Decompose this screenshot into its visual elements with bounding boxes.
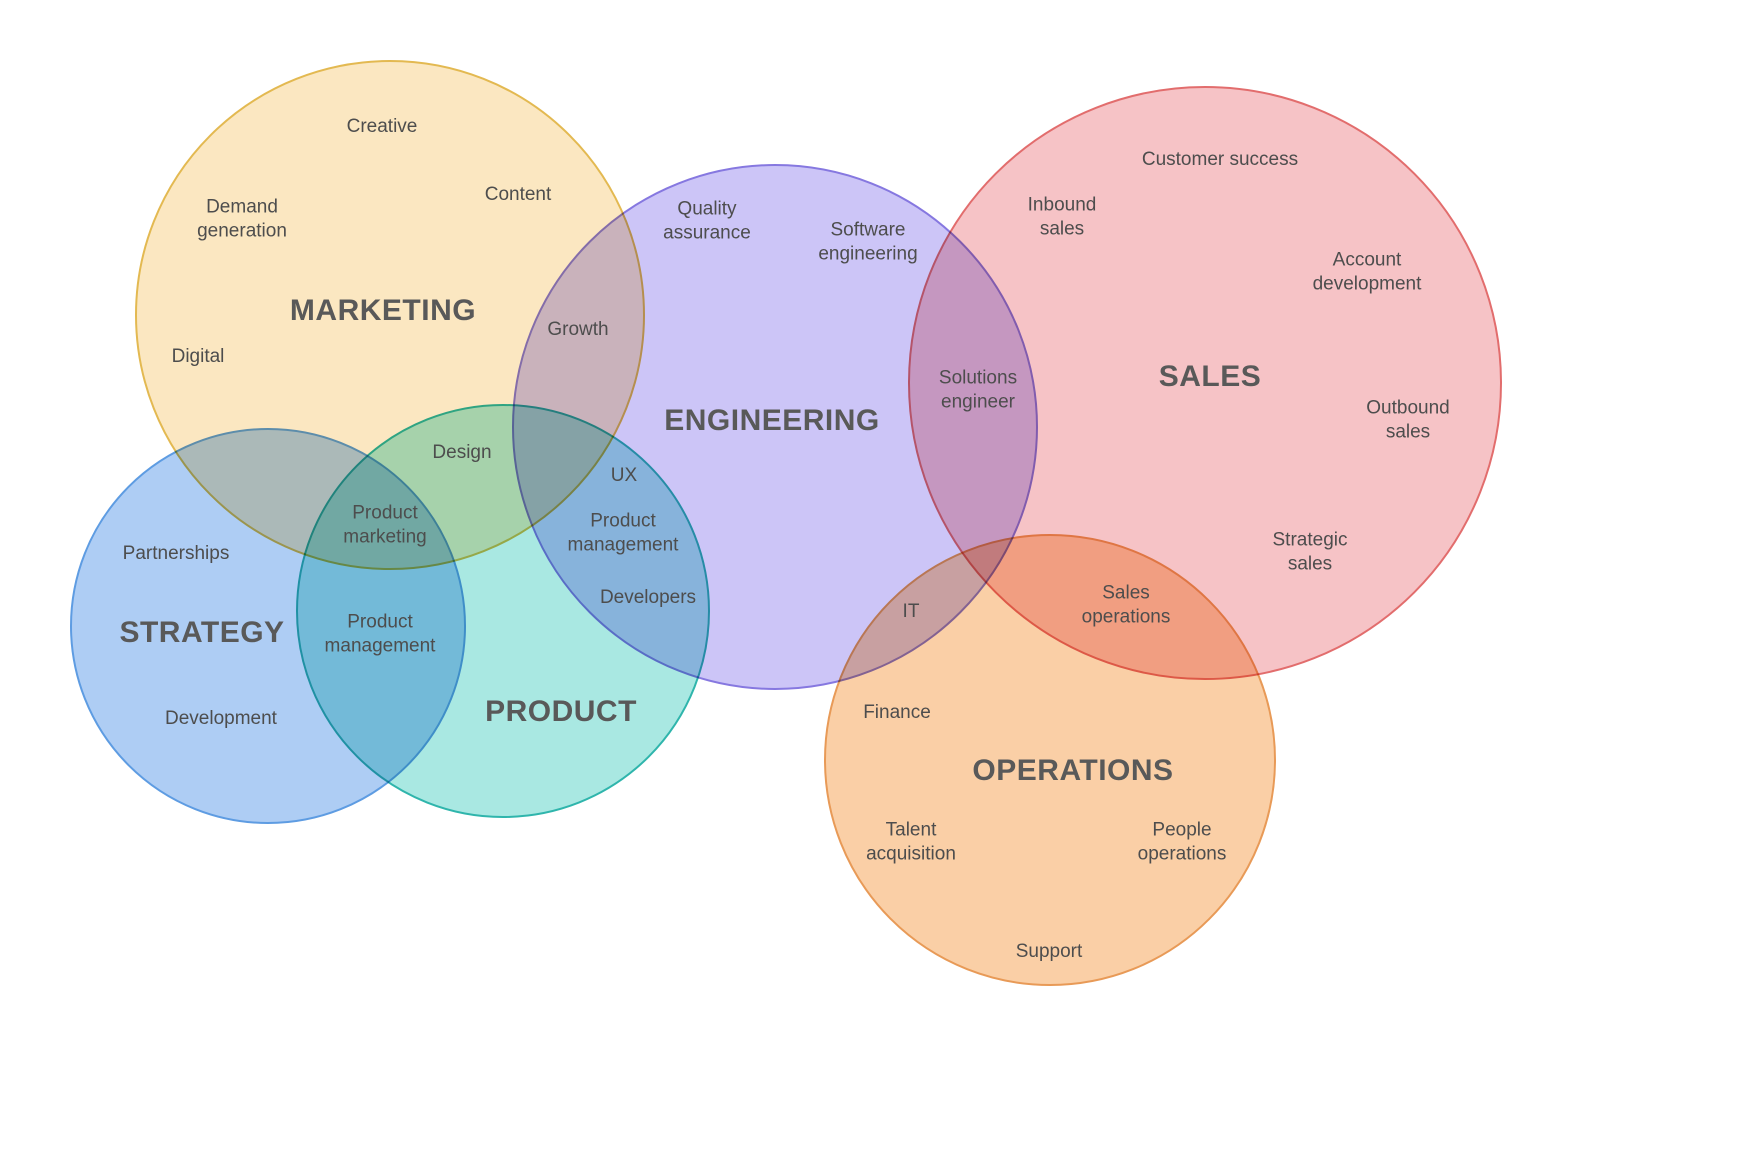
label-people-operations: People operations	[1137, 819, 1227, 865]
label-ux: UX	[610, 464, 638, 486]
label-product-management-strategy: Product management	[324, 611, 436, 657]
label-talent-acquisition: Talent acquisition	[866, 819, 956, 865]
strategy-title: STRATEGY	[119, 615, 285, 649]
product-circle	[296, 404, 710, 818]
label-finance: Finance	[863, 701, 931, 723]
label-inbound-sales: Inbound sales	[1027, 194, 1097, 240]
label-growth: Growth	[547, 318, 609, 340]
product-title: PRODUCT	[485, 694, 637, 728]
operations-title: OPERATIONS	[972, 753, 1174, 787]
label-outbound-sales: Outbound sales	[1366, 397, 1450, 443]
operations-circle	[824, 534, 1276, 986]
label-support: Support	[1015, 940, 1083, 962]
label-development: Development	[165, 707, 277, 729]
label-product-management-eng: Product management	[567, 510, 679, 556]
label-digital: Digital	[171, 345, 225, 367]
marketing-title: MARKETING	[289, 293, 477, 327]
label-developers: Developers	[599, 586, 697, 608]
label-demand-generation: Demand generation	[197, 196, 287, 242]
label-creative: Creative	[346, 115, 418, 137]
label-it: IT	[902, 600, 920, 622]
label-partnerships: Partnerships	[122, 542, 230, 564]
label-customer-success: Customer success	[1141, 148, 1299, 170]
label-software-engineering: Software engineering	[818, 219, 918, 265]
label-account-development: Account development	[1312, 249, 1422, 295]
engineering-title: ENGINEERING	[664, 403, 880, 437]
label-product-marketing: Product marketing	[343, 502, 427, 548]
label-solutions-engineer: Solutions engineer	[938, 367, 1018, 413]
label-sales-operations: Sales operations	[1081, 582, 1171, 628]
label-design: Design	[432, 441, 492, 463]
label-content: Content	[484, 183, 552, 205]
sales-title: SALES	[1158, 359, 1262, 393]
label-strategic-sales: Strategic sales	[1272, 529, 1348, 575]
label-quality-assurance: Quality assurance	[663, 198, 751, 244]
